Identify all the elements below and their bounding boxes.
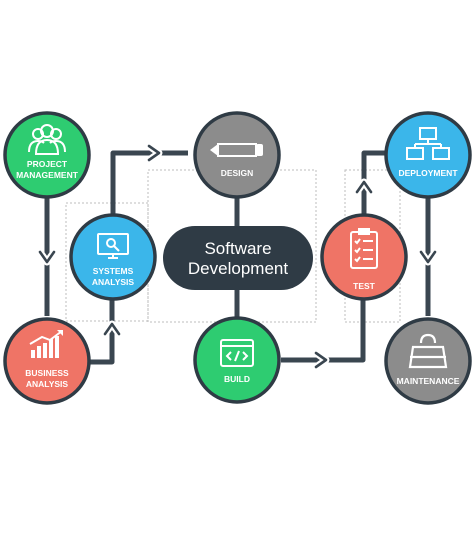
code-window-icon (220, 339, 254, 367)
bar-chart-icon (29, 330, 63, 358)
node-business-analysis: BUSINESS ANALYSIS (3, 317, 91, 405)
node-maintenance: MAINTENANCE (384, 317, 472, 405)
node-label-line1: PROJECT (27, 159, 68, 169)
checklist-icon (350, 228, 378, 269)
node-deployment: DEPLOYMENT (384, 111, 472, 199)
node-label-line1: BUILD (224, 374, 250, 384)
node-label-line2: MANAGEMENT (16, 170, 79, 180)
node-label-line1: MAINTENANCE (397, 376, 460, 386)
pencil-icon (210, 143, 263, 157)
arrow-right-icon (147, 144, 161, 162)
node-label-line1: TEST (353, 281, 376, 291)
node-test: TEST (320, 213, 408, 301)
node-label-line2: ANALYSIS (26, 379, 69, 389)
toolbox-icon (408, 333, 448, 369)
arrow-up-icon (103, 322, 121, 336)
node-design: DESIGN (193, 111, 281, 199)
node-label-line2: ANALYSIS (92, 277, 135, 287)
node-label-line1: DEPLOYMENT (398, 168, 458, 178)
node-build: BUILD (193, 316, 281, 404)
center-node: Software Development (163, 226, 313, 290)
connector-lines (44, 150, 431, 365)
arrow-down-icon (38, 250, 56, 264)
network-icon (406, 127, 450, 160)
node-project-management: PROJECT MANAGEMENT (3, 111, 91, 199)
node-label-line1: DESIGN (221, 168, 254, 178)
arrow-up-icon (355, 180, 373, 194)
arrows (38, 144, 437, 369)
node-label-line1: SYSTEMS (93, 266, 134, 276)
center-title-line1: Software (204, 239, 271, 258)
people-icon (28, 124, 66, 155)
arrow-down-icon (419, 250, 437, 264)
node-label-line1: BUSINESS (25, 368, 69, 378)
arrow-right-icon (314, 351, 328, 369)
node-systems-analysis: SYSTEMS ANALYSIS (69, 213, 157, 301)
center-title-line2: Development (188, 259, 288, 278)
monitor-search-icon (97, 233, 129, 259)
